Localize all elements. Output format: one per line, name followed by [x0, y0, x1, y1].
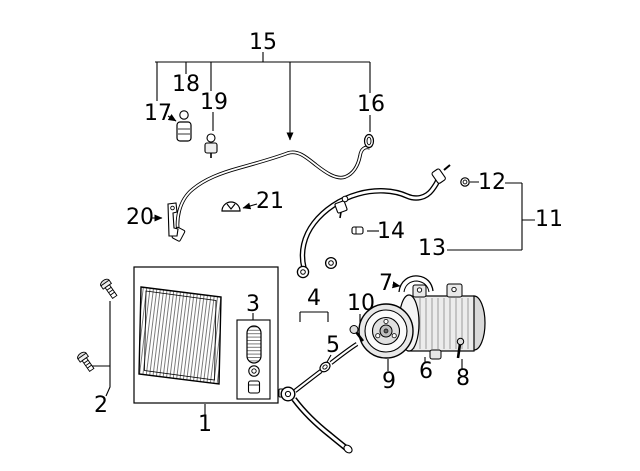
condenser-assembly: [133, 266, 279, 404]
receiver-drier: [236, 319, 271, 400]
callout-1: 1: [198, 412, 212, 437]
callout-2: 2: [94, 393, 108, 418]
assembly-box: [133, 266, 279, 404]
leader-lines: [92, 52, 535, 416]
callout-8: 8: [456, 366, 470, 391]
o-ring-16: [363, 133, 375, 149]
o-ring-12: [460, 177, 470, 187]
callout-6: 6: [419, 359, 433, 384]
mounting-screw-lower: [77, 351, 95, 373]
leader-2: [92, 301, 111, 397]
leader-21: [242, 202, 258, 210]
callout-18: 18: [172, 72, 200, 97]
callout-17: 17: [144, 101, 172, 126]
callout-14: 14: [377, 219, 405, 244]
callout-4: 4: [307, 286, 321, 311]
drier-cartridge: [246, 325, 262, 364]
suction-hose-end-fitting: [343, 444, 353, 454]
bolt-10: [349, 325, 365, 342]
service-valve: [334, 195, 349, 219]
bolt-8: [456, 337, 465, 359]
hose-fitting-5: [319, 361, 331, 373]
stud-fitting-14: [351, 226, 364, 235]
discharge-hose: [299, 164, 451, 269]
callout-7: 7: [379, 271, 393, 296]
discharge-flange: [296, 265, 310, 279]
callout-21: 21: [256, 189, 284, 214]
cap-fitting-17-18: [176, 110, 192, 142]
leader-7: [392, 281, 401, 289]
leader-5: [326, 354, 332, 363]
port-fitting: [324, 256, 338, 270]
callout-19: 19: [200, 90, 228, 115]
callout-9: 9: [382, 369, 396, 394]
bracket-20: [167, 202, 179, 237]
clamp-21: [221, 201, 241, 212]
callout-13: 13: [418, 236, 446, 261]
leader-17: [167, 114, 177, 122]
callout-5: 5: [326, 333, 340, 358]
drier-cap: [247, 380, 261, 394]
leader-group-15: [155, 52, 371, 101]
callout-15: 15: [249, 30, 277, 55]
clutch-pulley: [358, 303, 414, 359]
condenser-frame: [144, 290, 217, 381]
pressure-switch-19: [204, 133, 218, 158]
suction-hose: [291, 342, 359, 454]
callout-11: 11: [535, 207, 563, 232]
callout-3: 3: [246, 292, 260, 317]
leader-group-11-12-13: [447, 181, 535, 251]
compressor-bracket-7: [398, 275, 434, 293]
mounting-screw-upper: [100, 278, 118, 300]
callout-20: 20: [126, 205, 154, 230]
callout-16: 16: [357, 92, 385, 117]
condenser-core: [138, 286, 222, 385]
compressor-foot: [429, 349, 442, 360]
callout-12: 12: [478, 170, 506, 195]
discharge-hose-top-fitting: [431, 168, 446, 184]
leader-group-4: [299, 311, 329, 322]
hose-flange: [278, 386, 296, 402]
callout-10: 10: [347, 291, 375, 316]
